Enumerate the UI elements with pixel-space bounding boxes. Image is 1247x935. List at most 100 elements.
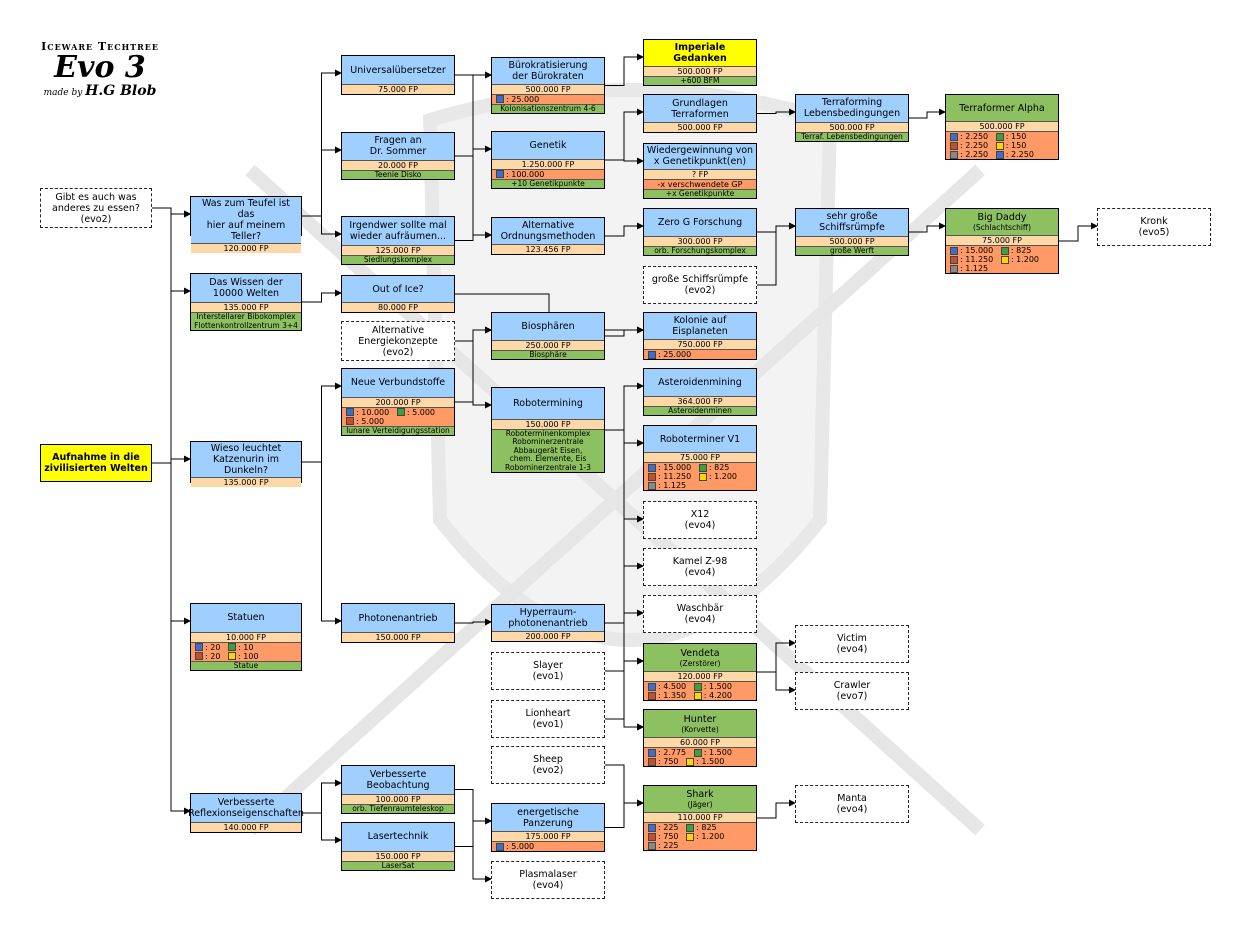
resource-value: : 100.000 <box>506 169 552 179</box>
tech-node-manta[interactable]: Manta(evo4) <box>795 785 909 823</box>
resource-value: : 825 <box>708 463 737 472</box>
resource-cost: : 100.000 <box>492 168 604 179</box>
edge-sommer-genetik <box>455 145 492 157</box>
title-line: Grundlagen <box>672 97 728 109</box>
title-line: 10000 Welten <box>212 288 280 299</box>
research-cost: 100.000 FP <box>342 793 454 804</box>
building-requirement: Terraf. Lebensbedingungen <box>796 131 908 141</box>
tech-node-x12[interactable]: X12(evo4) <box>643 501 757 539</box>
tech-node-victim[interactable]: Victim(evo4) <box>795 625 909 663</box>
resource-value: : 1.200 <box>1010 255 1047 264</box>
resource-icon <box>496 170 504 178</box>
edge-root-wissen <box>152 287 191 464</box>
tech-node-kronk[interactable]: Kronk(evo5) <box>1097 208 1211 246</box>
tech-node-shark[interactable]: Shark(Jäger)110.000 FP: 225 : 825 : 750 … <box>643 785 757 851</box>
title-line: Imperiale <box>674 41 726 53</box>
edge-photon-hyper <box>455 618 492 626</box>
resource-icon <box>496 842 504 851</box>
tech-node-title: Zero G Forschung <box>644 209 756 236</box>
edge-laser-plasma <box>455 846 492 883</box>
tech-node-kamel[interactable]: Kamel Z-98(evo4) <box>643 548 757 586</box>
title-line: Asteroidenmining <box>658 376 742 388</box>
tech-node-ice[interactable]: Out of Ice?80.000 FP <box>341 275 455 313</box>
logo: Iceware Techtree Evo 3 made by H.G Blob <box>40 40 160 99</box>
title-line: (evo4) <box>836 644 868 655</box>
edge-buero-imperial <box>605 53 644 86</box>
title-line: Kamel Z-98 <box>672 556 728 567</box>
title-line: (evo7) <box>836 691 868 702</box>
tech-node-bigdaddy[interactable]: Big Daddy(Schlachtschiff)75.000 FP: 15.0… <box>945 208 1059 274</box>
tech-node-title: Lionheart(evo1) <box>492 701 604 737</box>
building-requirement: +10 Genetikpunkte <box>492 178 604 188</box>
tech-node-slayer[interactable]: Slayer(evo1) <box>491 652 605 690</box>
research-cost: 200.000 FP <box>492 631 604 641</box>
research-cost: 125.000 FP <box>342 244 454 255</box>
building-requirement: lunare Verteidigungsstation <box>342 425 454 435</box>
research-cost: 500.000 FP <box>946 121 1058 131</box>
tech-node-crawler[interactable]: Crawler(evo7) <box>795 672 909 710</box>
building-requirement: orb. Tiefenraumteleskop <box>342 803 454 813</box>
title-line: Terraforming <box>821 97 883 109</box>
resource-value: : 825 <box>1010 246 1039 255</box>
tech-node-gsr_evo2[interactable]: große Schiffsrümpfe(evo2) <box>643 266 757 304</box>
tech-node-wasch[interactable]: Waschbär(evo4) <box>643 595 757 633</box>
resource-cost: : 20 : 10 : 20 : 100 <box>191 641 301 661</box>
tech-node-hunter[interactable]: Hunter(Korvette)60.000 FP: 2.775 : 1.500… <box>643 709 757 767</box>
tech-node-plasma[interactable]: Plasmalaser(evo4) <box>491 861 605 899</box>
tech-node-sheep[interactable]: Sheep(evo2) <box>491 746 605 784</box>
tech-node-vendeta[interactable]: Vendeta(Zerstörer)120.000 FP: 4.500 : 1.… <box>643 643 757 701</box>
resource-icon <box>228 652 237 660</box>
resource-icon <box>686 823 695 832</box>
title-line: photonenantrieb <box>508 618 588 629</box>
research-cost: 500.000 FP <box>492 83 604 94</box>
tech-node-title: Neue Verbundstoffe <box>342 369 454 397</box>
edge-robmining-astmining <box>605 382 644 431</box>
research-cost: 80.000 FP <box>342 302 454 312</box>
edge-katzen-photon <box>302 461 342 625</box>
resource-value: : 25.000 <box>658 350 699 359</box>
title-line: Energiekonzepte <box>358 335 438 347</box>
resource-value: : 1.350 <box>658 691 694 700</box>
title-line: Ordnungsmethoden <box>500 231 596 242</box>
title-sub: (Jäger) <box>687 800 713 809</box>
tech-node-lion[interactable]: Lionheart(evo1) <box>491 700 605 738</box>
tech-node-title: Slayer(evo1) <box>492 653 604 689</box>
research-cost: 200.000 FP <box>342 396 454 407</box>
research-cost: 250.000 FP <box>492 339 604 350</box>
